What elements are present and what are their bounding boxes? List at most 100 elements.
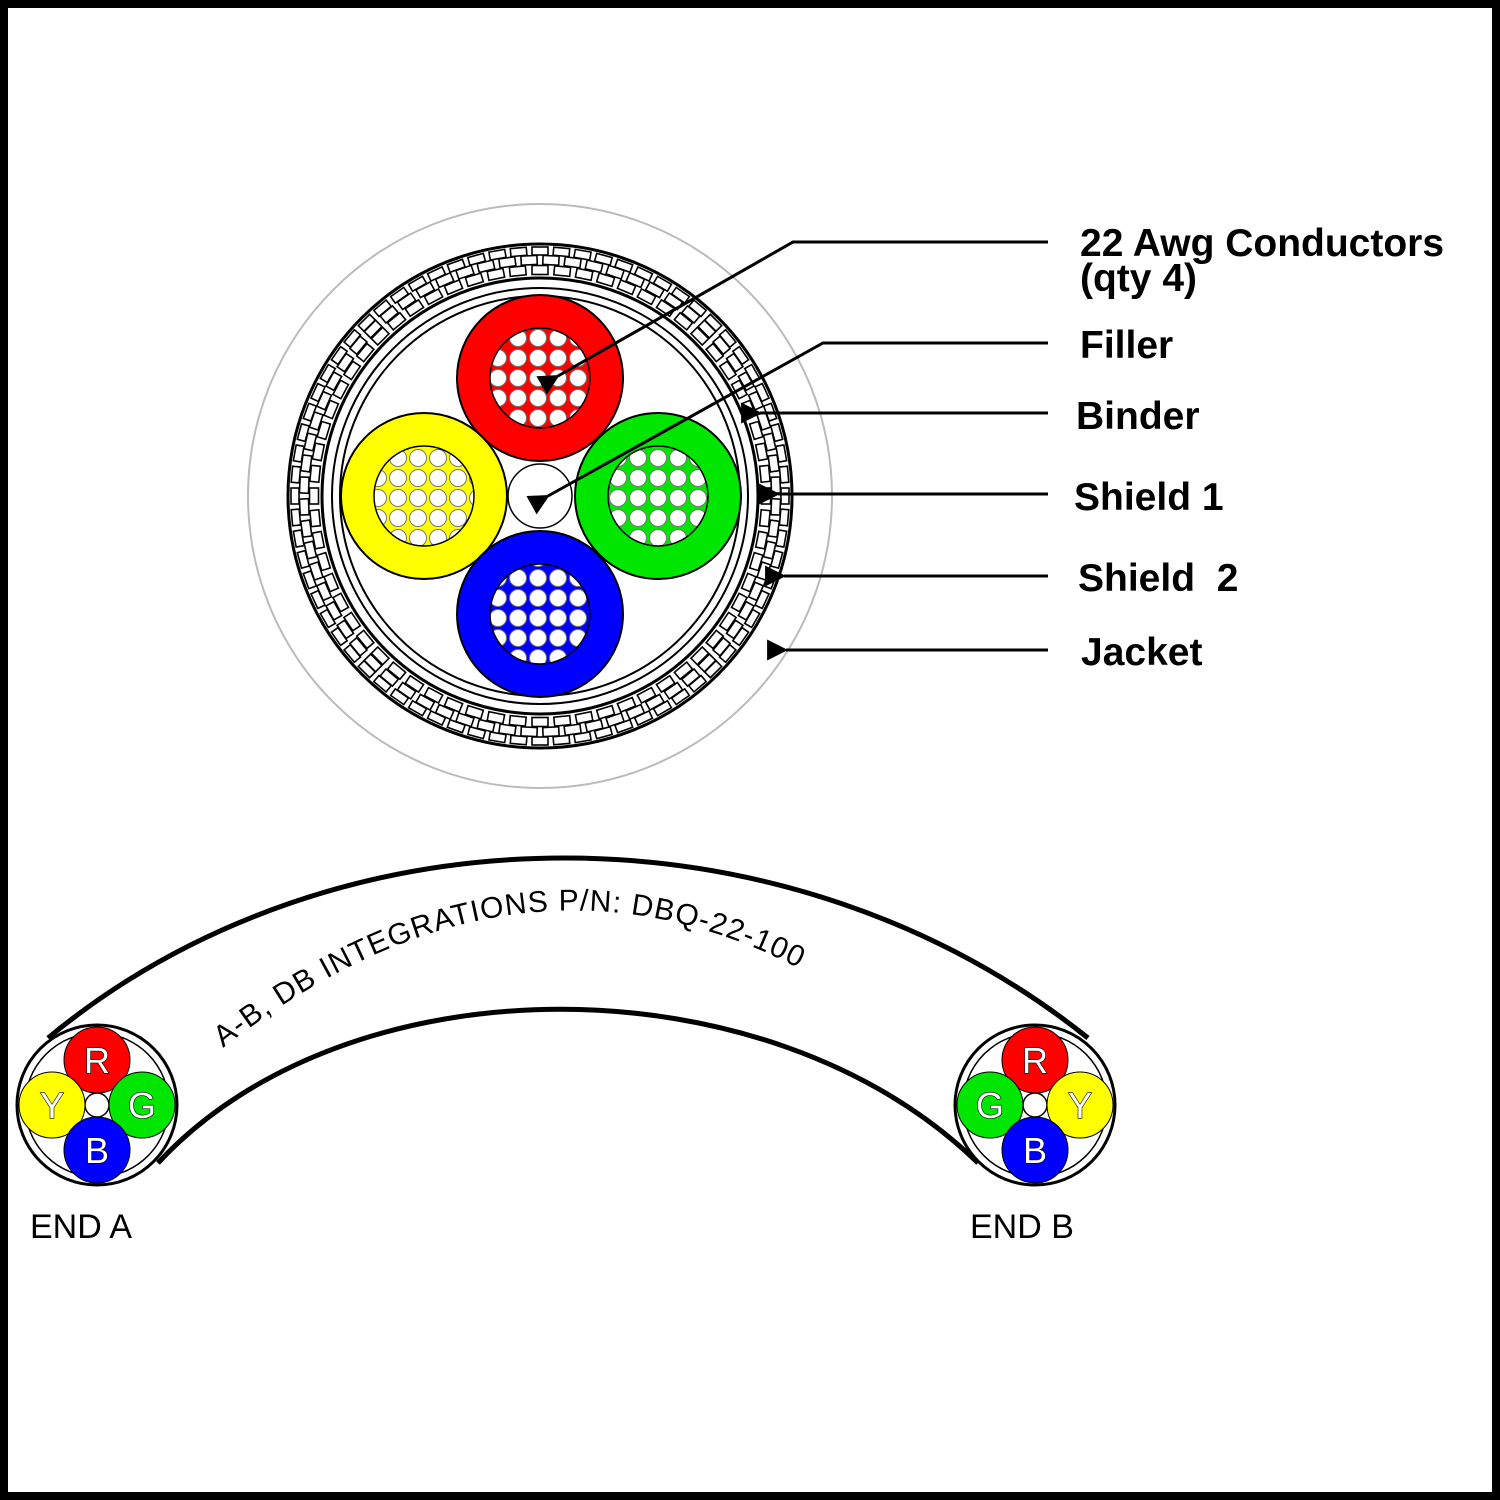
end-b-conductor-right bbox=[1046, 1071, 1114, 1139]
braid-strand bbox=[389, 687, 410, 706]
braid-strand bbox=[687, 298, 708, 318]
end-a-conductor-bottom bbox=[63, 1116, 131, 1184]
end-a-letter-left: Y bbox=[40, 1085, 64, 1126]
braid-strand bbox=[308, 487, 320, 505]
braid-strand bbox=[423, 287, 444, 306]
braid-strand bbox=[778, 465, 790, 484]
conductor-green bbox=[574, 412, 742, 580]
braid-strand bbox=[509, 246, 528, 258]
braid-strand bbox=[357, 659, 377, 679]
braid-strand bbox=[509, 734, 528, 746]
cable-side-view: A-B, DB INTEGRATIONS P/N: DBQ-22-100 bbox=[46, 855, 1090, 1165]
braid-strand bbox=[386, 311, 407, 331]
braid-strand bbox=[778, 508, 790, 527]
braid-strand bbox=[290, 465, 302, 484]
braid-strand bbox=[613, 718, 634, 734]
braid-strand bbox=[731, 626, 750, 647]
braid-strand bbox=[290, 487, 300, 505]
label-conductors-qty: (qty 4) bbox=[1080, 257, 1197, 300]
braid-strand bbox=[687, 674, 708, 694]
braid-strand bbox=[342, 328, 362, 349]
braid-strand bbox=[760, 487, 772, 505]
end-b-letter-left: G bbox=[976, 1085, 1004, 1126]
filler bbox=[507, 463, 573, 529]
braid-strand bbox=[330, 626, 349, 647]
braid-strand bbox=[541, 254, 560, 266]
end-b-label: END B bbox=[970, 1208, 1074, 1246]
braid-strand bbox=[573, 731, 592, 744]
braid-strand bbox=[296, 549, 311, 570]
braid-strand bbox=[670, 687, 691, 706]
braid-strand bbox=[443, 696, 464, 714]
braid-strand bbox=[370, 326, 391, 347]
braid-strand bbox=[689, 645, 710, 666]
braid-strand bbox=[718, 328, 738, 349]
braid-strand bbox=[290, 508, 302, 527]
braid-strand bbox=[486, 710, 506, 725]
braid-strand bbox=[743, 608, 761, 629]
braid-strand bbox=[331, 379, 350, 400]
braid-strand bbox=[769, 422, 784, 443]
braid-strand bbox=[748, 551, 764, 572]
label-shield-1: Shield 1 bbox=[1074, 476, 1224, 519]
braid-strand bbox=[573, 248, 592, 261]
braid-strand bbox=[319, 608, 337, 629]
braid-strand bbox=[633, 709, 654, 727]
braid-strand bbox=[372, 298, 393, 318]
end-a-label: END A bbox=[30, 1208, 132, 1246]
conductor-yellow bbox=[340, 412, 508, 580]
braid-strand bbox=[508, 264, 528, 278]
braid-strand bbox=[593, 252, 614, 267]
braid-strand bbox=[386, 661, 407, 681]
braid-strand bbox=[446, 258, 467, 274]
braid-strand bbox=[520, 726, 539, 738]
braid-strand bbox=[689, 326, 710, 347]
braid-strand bbox=[298, 497, 310, 516]
braid-strand bbox=[754, 530, 769, 550]
braid-strand bbox=[718, 611, 738, 632]
leader-lines bbox=[526, 240, 1048, 661]
end-b-conductor-top bbox=[1001, 1026, 1069, 1094]
braid-strand bbox=[703, 313, 723, 333]
braid-strand bbox=[718, 360, 738, 381]
braid-strand bbox=[316, 551, 332, 572]
label-shield-2: Shield 2 bbox=[1078, 557, 1238, 600]
braid-strand bbox=[322, 572, 340, 593]
cable-outer-edge bbox=[46, 855, 1090, 1040]
braid-strand bbox=[531, 716, 549, 728]
braid-strand bbox=[775, 444, 788, 463]
braid-strand bbox=[754, 442, 769, 462]
braid-strand bbox=[426, 265, 447, 283]
braid-strand bbox=[616, 278, 637, 296]
braid-strand bbox=[718, 643, 738, 664]
braid-strand bbox=[311, 530, 326, 550]
cable-diagram: 22 Awg Conductors (qty 4) Filler Binder … bbox=[15, 203, 1444, 1246]
braid-strand bbox=[508, 714, 528, 728]
braid-strand bbox=[446, 718, 467, 734]
end-b: R G Y B END B bbox=[953, 1023, 1117, 1246]
braid-strand bbox=[488, 731, 507, 744]
braid-strand bbox=[486, 267, 506, 282]
braid-strand bbox=[342, 611, 362, 632]
conductor-blue bbox=[456, 530, 624, 698]
cable-cross-section bbox=[247, 203, 833, 789]
braid-strand bbox=[595, 272, 616, 288]
end-a-letter-right: G bbox=[128, 1085, 156, 1126]
binder-ring bbox=[331, 287, 749, 705]
braid-strand bbox=[673, 311, 694, 331]
braid-strand bbox=[298, 476, 310, 495]
end-b-letter-right: Y bbox=[1068, 1085, 1092, 1126]
braid-strand bbox=[464, 272, 485, 288]
braid-strand bbox=[552, 246, 571, 258]
braid-strand bbox=[595, 704, 616, 720]
braid-strand bbox=[552, 734, 571, 746]
braid-strand bbox=[322, 399, 340, 420]
callout-labels: 22 Awg Conductors (qty 4) Filler Binder … bbox=[1074, 222, 1444, 674]
braid-strand bbox=[613, 258, 634, 274]
braid-strand bbox=[552, 264, 572, 278]
braid-strand bbox=[309, 589, 327, 610]
braid-strand bbox=[302, 569, 318, 590]
braid-strand bbox=[770, 476, 782, 495]
braid-strand bbox=[636, 287, 657, 306]
end-b-letter-top: R bbox=[1022, 1040, 1048, 1081]
